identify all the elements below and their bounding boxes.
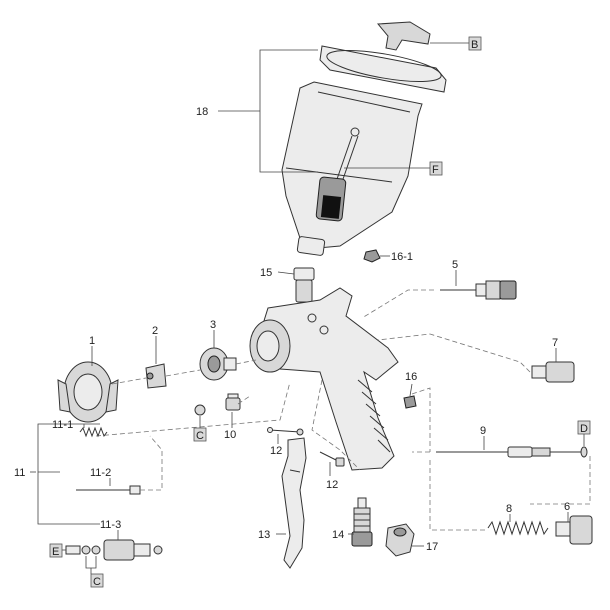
callout-14: 14 xyxy=(332,529,344,541)
guide-11-1 xyxy=(95,381,291,437)
part-2-nozzle xyxy=(145,363,167,389)
part-14-valve xyxy=(351,497,373,547)
cup-lid xyxy=(319,45,447,93)
guide-7 xyxy=(377,333,531,373)
part-3-baffle xyxy=(199,347,237,381)
part-7-air-inlet xyxy=(531,361,575,383)
callout-5: 5 xyxy=(452,259,458,271)
callout-17: 17 xyxy=(426,541,438,553)
callout-11-3: 11-3 xyxy=(100,519,121,531)
letter-e-box xyxy=(49,543,63,558)
callout-13: 13 xyxy=(258,529,270,541)
cup-lid-tab xyxy=(376,21,431,51)
part-d-seal xyxy=(580,446,588,458)
letter-f: F xyxy=(432,164,439,176)
part-8-spring xyxy=(487,520,549,536)
callout-16: 16 xyxy=(405,371,417,383)
letter-d-box xyxy=(577,420,591,435)
guide-8 xyxy=(429,460,488,531)
part-10-fitting xyxy=(225,393,241,411)
callout-1: 1 xyxy=(89,335,95,347)
letter-c2-box xyxy=(90,573,104,588)
callout-18: 18 xyxy=(196,106,208,118)
part-c-oring-1 xyxy=(194,404,206,416)
part-15-cup-adapter xyxy=(293,267,315,303)
letter-b: B xyxy=(471,39,478,51)
cup-filter xyxy=(315,176,347,222)
letter-d: D xyxy=(580,423,588,435)
part-11-2-pin xyxy=(76,485,141,495)
part-1-air-cap xyxy=(57,361,119,423)
guide-lower xyxy=(311,379,361,471)
cup-filter-stem xyxy=(335,127,360,183)
callout-7: 7 xyxy=(552,337,558,349)
callout-2: 2 xyxy=(152,325,158,337)
letter-c1: C xyxy=(196,430,204,442)
part-12-pin-upper xyxy=(267,427,304,436)
callout-18-leader xyxy=(218,49,318,173)
callout-6: 6 xyxy=(564,501,570,513)
callout-12a: 12 xyxy=(270,445,282,457)
letter-c1-box xyxy=(193,427,207,442)
paint-cup xyxy=(281,81,423,256)
callout-11-2: 11-2 xyxy=(90,467,111,479)
gun-body xyxy=(249,287,399,471)
callout-16-1: 16-1 xyxy=(391,251,413,263)
callout-9: 9 xyxy=(480,425,486,437)
guide-d xyxy=(530,456,591,505)
part-13-trigger xyxy=(281,437,307,569)
callout-12b: 12 xyxy=(326,479,338,491)
letter-f-box xyxy=(429,161,443,176)
callout-16-leader xyxy=(409,383,413,397)
guide-9 xyxy=(411,387,431,453)
part-17-air-valve xyxy=(385,523,415,557)
part-9-needle xyxy=(436,446,582,458)
guide-10 xyxy=(237,395,251,405)
guide-5 xyxy=(361,289,434,319)
part-6-cap xyxy=(555,515,593,545)
callout-15: 15 xyxy=(260,267,272,279)
callout-11-1: 11-1 xyxy=(52,419,73,431)
letter-c2: C xyxy=(93,576,101,588)
guide-front xyxy=(111,359,257,385)
letter-e: E xyxy=(52,546,59,558)
callout-10: 10 xyxy=(224,429,236,441)
part-16-1-nut xyxy=(363,249,381,263)
letter-c2-leader xyxy=(85,556,97,574)
letter-b-box xyxy=(468,36,482,51)
part-16-nut xyxy=(403,395,417,409)
part-12-pin-lower xyxy=(319,451,345,467)
part-11-3-valve xyxy=(65,539,163,561)
callout-11: 11 xyxy=(14,467,25,479)
guide-11-2 xyxy=(140,435,163,491)
part-5-adjuster xyxy=(440,280,517,300)
callout-11-bracket xyxy=(30,423,100,525)
callout-8: 8 xyxy=(506,503,512,515)
part-11-1-spring xyxy=(79,426,108,438)
callout-3: 3 xyxy=(210,319,216,331)
callout-15-leader xyxy=(277,271,295,275)
